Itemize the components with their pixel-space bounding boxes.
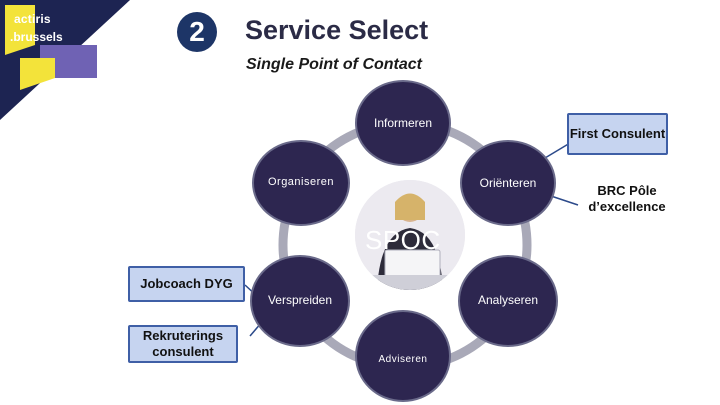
person-at-desk-icon (355, 180, 465, 290)
node-orienteren: Oriënteren (460, 140, 556, 226)
node-analyseren-label: Analyseren (477, 293, 539, 307)
box-first-consulent: First Consulent (567, 113, 668, 155)
box-rekruterings-consulent: Rekruterings consulent (128, 325, 238, 363)
page-subtitle: Single Point of Contact (246, 56, 422, 73)
logo-text-actiris: actiris (14, 12, 51, 26)
node-analyseren: Analyseren (458, 255, 558, 347)
spoc-photo (355, 180, 465, 290)
corner-yellow-shape (5, 5, 35, 55)
node-organiseren-label: Organiseren (267, 176, 335, 188)
node-organiseren: Organiseren (252, 140, 350, 226)
box-brc-pole-excellence: BRC Pôle d’excellence (588, 183, 666, 214)
node-adviseren-label: Adviseren (378, 354, 428, 365)
actiris-logo-corner (0, 0, 130, 120)
step-number-badge: 2 (177, 12, 217, 52)
box-jobcoach-dyg: Jobcoach DYG (128, 266, 245, 302)
corner-yellow-shape-2 (20, 58, 55, 90)
logo-text-brussels: .brussels (10, 30, 63, 44)
page-title: Service Select (245, 15, 429, 45)
node-verspreiden: Verspreiden (250, 255, 350, 347)
node-orienteren-label: Oriënteren (479, 176, 537, 190)
node-informeren-label: Informeren (373, 116, 433, 130)
spoc-label: SPOC (365, 225, 441, 255)
node-adviseren: Adviseren (355, 310, 451, 402)
node-informeren: Informeren (355, 80, 451, 166)
node-verspreiden-label: Verspreiden (267, 293, 333, 307)
